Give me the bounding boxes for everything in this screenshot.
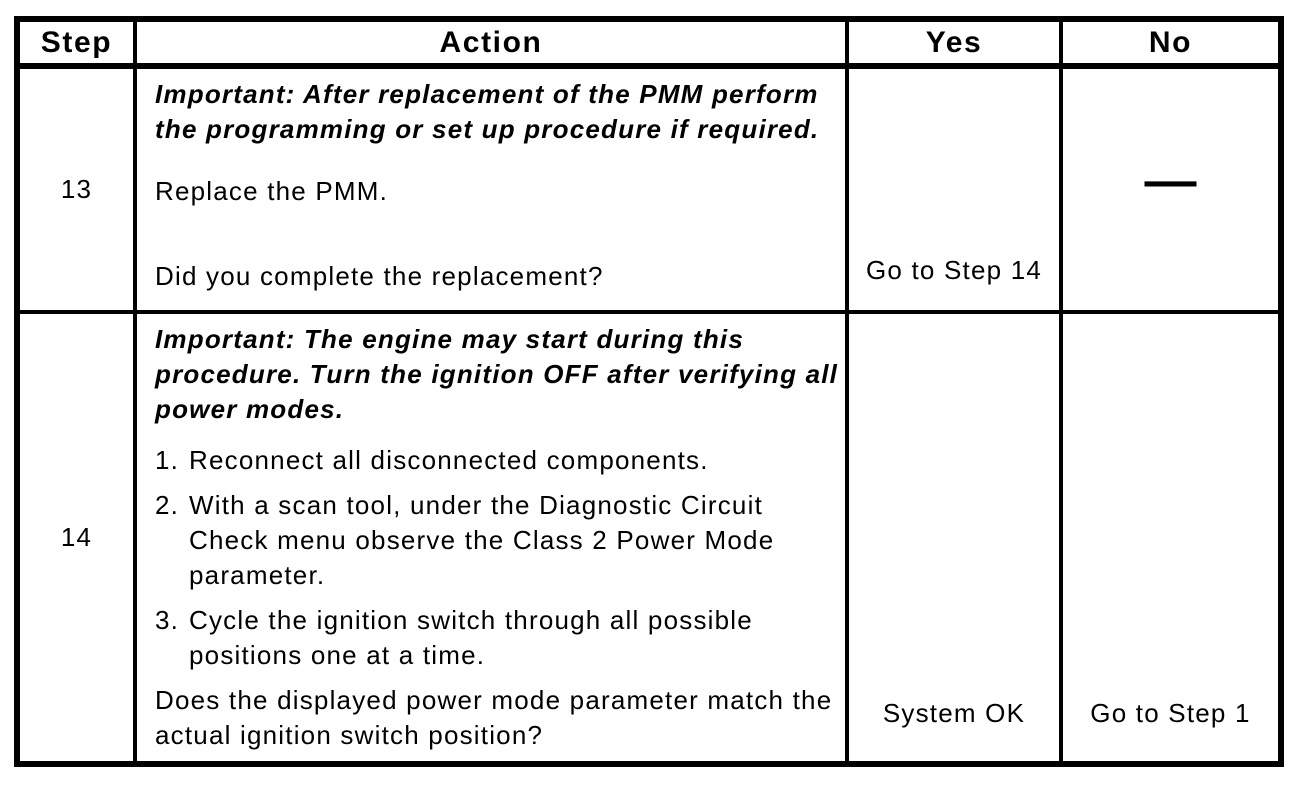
column-header-action: Action	[133, 17, 849, 69]
step-list-number: 1.	[155, 445, 180, 475]
step-list-number: 3.	[155, 605, 180, 635]
table-header-row: Step Action Yes No	[15, 17, 1283, 69]
step-list-text: With a scan tool, under the Diagnostic C…	[189, 490, 775, 590]
column-header-yes: Yes	[845, 17, 1063, 69]
column-header-step: Step	[15, 17, 137, 69]
step-number: 14	[15, 310, 137, 766]
no-result: Go to Step 1	[1059, 310, 1283, 766]
yes-result: System OK	[845, 310, 1063, 766]
numbered-step-2: 2. With a scan tool, under the Diagnosti…	[155, 488, 843, 593]
important-note: Important: The engine may start during t…	[155, 324, 839, 424]
diagnostic-table: Step Action Yes No 13 Important: After r…	[14, 16, 1284, 767]
table-row-step-13: 13 Important: After replacement of the P…	[15, 64, 1283, 314]
action-cell: Important: The engine may start during t…	[133, 310, 849, 766]
action-cell: Important: After replacement of the PMM …	[133, 64, 849, 314]
dash-placeholder: —	[1144, 152, 1197, 210]
yes-result: Go to Step 14	[845, 64, 1063, 314]
numbered-step-3: 3. Cycle the ignition switch through all…	[155, 603, 843, 673]
important-note: Important: After replacement of the PMM …	[155, 79, 820, 144]
step-question: Does the displayed power mode parameter …	[155, 685, 833, 750]
column-header-no: No	[1059, 17, 1283, 69]
step-list-number: 2.	[155, 490, 180, 520]
table-row-step-14: 14 Important: The engine may start durin…	[15, 310, 1283, 766]
step-list-text: Reconnect all disconnected components.	[189, 445, 709, 475]
diagnostic-table-page: Step Action Yes No 13 Important: After r…	[14, 16, 1284, 767]
action-instruction: Replace the PMM.	[155, 176, 389, 206]
step-number: 13	[15, 64, 137, 314]
step-question: Did you complete the replacement?	[155, 261, 604, 291]
step-list-text: Cycle the ignition switch through all po…	[189, 605, 753, 670]
no-result: —	[1059, 64, 1283, 314]
numbered-step-1: 1. Reconnect all disconnected components…	[155, 443, 843, 478]
